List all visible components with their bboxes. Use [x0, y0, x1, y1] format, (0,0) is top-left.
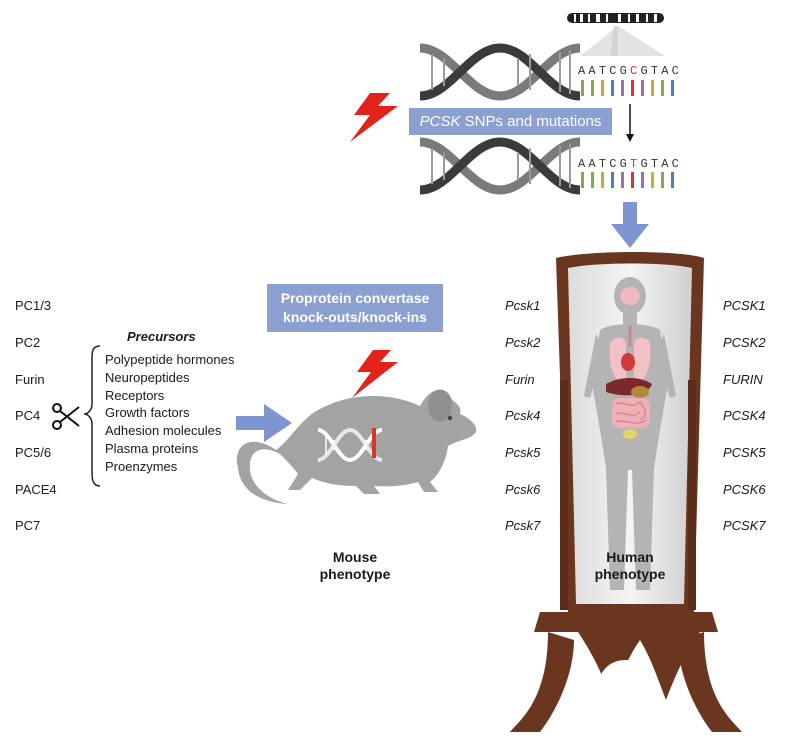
- enzyme-label: PC2: [15, 335, 41, 350]
- mouse-icon: [236, 389, 477, 504]
- mutation-arrow-icon: [626, 104, 634, 142]
- dna-base-letter: G: [640, 157, 651, 171]
- pcsk-snp-label-italic: PCSK: [419, 113, 461, 130]
- human-phenotype-line1: Human: [606, 549, 654, 565]
- dna-base-letter: T: [650, 64, 662, 78]
- precursor-item: Neuropeptides: [105, 369, 190, 385]
- dna-base-letter: G: [640, 64, 651, 78]
- mouse-gene-label: Furin: [505, 372, 535, 387]
- lightning-icon: [352, 350, 398, 398]
- dna-base-letter: G: [619, 64, 631, 78]
- precursor-item: Adhesion molecules: [105, 423, 222, 439]
- arrow-icon: [236, 404, 292, 442]
- precursor-item: Proenzymes: [105, 458, 178, 474]
- dna-base-letter: A: [588, 157, 599, 171]
- dna-base-letter: T: [598, 157, 610, 171]
- precursor-item: Plasma proteins: [105, 440, 199, 456]
- pcsk-snp-label-rest: SNPs and mutations: [460, 113, 602, 130]
- dna-base-letter: A: [661, 64, 672, 78]
- dna-base-letter: T: [598, 64, 610, 78]
- dna-base-letter: C: [671, 157, 683, 171]
- enzyme-label: PC7: [15, 518, 41, 533]
- precursor-brace: [83, 345, 101, 487]
- dna-base-letter: T: [630, 157, 641, 171]
- pcsk-snp-label: PCSK SNPs and mutations: [409, 108, 612, 135]
- dna-base-letter: A: [588, 64, 599, 78]
- lightning-icon: [350, 93, 398, 142]
- enzyme-label: PC5/6: [15, 445, 52, 460]
- human-gene-label: FURIN: [723, 372, 763, 387]
- dna-base-letter: A: [578, 157, 589, 171]
- precursor-item: Growth factors: [105, 405, 190, 421]
- human-body-icon: [584, 277, 676, 590]
- mouse-phenotype-label: Mouse phenotype: [300, 549, 410, 583]
- human-gene-label: PCSK1: [723, 298, 766, 313]
- dna-base-bars-top: [581, 80, 674, 96]
- scissors-icon: [52, 403, 80, 430]
- mouse-gene-label: Pcsk4: [505, 408, 541, 423]
- dna-base-letter: C: [609, 157, 620, 171]
- dna-sequence-original: AATCGCGTAC: [578, 64, 682, 78]
- dna-base-letter: C: [671, 64, 683, 78]
- dna-helix-icon: [419, 43, 581, 101]
- knockout-label-line1: Proprotein convertase: [280, 290, 430, 306]
- dna-base-letter: A: [661, 157, 672, 171]
- precursor-item: Receptors: [105, 387, 165, 403]
- chromosome-icon: [567, 13, 665, 56]
- human-gene-label: PCSK4: [723, 408, 766, 423]
- dna-helix-icon: [419, 137, 581, 195]
- dna-base-letter: T: [650, 157, 662, 171]
- mouse-phenotype-line1: Mouse: [332, 549, 378, 565]
- human-gene-label: PCSK5: [723, 445, 766, 460]
- mouse-gene-label: Pcsk6: [505, 482, 541, 497]
- human-phenotype-line2: phenotype: [594, 566, 666, 582]
- arrow-icon: [611, 202, 649, 248]
- dna-base-letter: C: [609, 64, 620, 78]
- human-gene-label: PCSK2: [723, 335, 766, 350]
- dna-sequence-mutated: AATCGTGTAC: [578, 157, 682, 171]
- dna-base-letter: A: [578, 64, 589, 78]
- enzyme-label: Furin: [15, 372, 45, 387]
- mouse-gene-label: Pcsk7: [505, 518, 541, 533]
- precursor-item: Polypeptide hormones: [105, 352, 235, 367]
- dna-base-letter: G: [619, 157, 631, 171]
- enzyme-label: PC1/3: [15, 298, 52, 313]
- dna-base-bars-bottom: [581, 172, 674, 188]
- mouse-gene-label: Pcsk1: [505, 298, 541, 313]
- precursors-list: Polypeptide hormones Neuropeptides Recep…: [105, 351, 234, 476]
- mouse-gene-label: Pcsk2: [505, 335, 541, 350]
- dna-base-letter: C: [630, 64, 641, 78]
- human-gene-label: PCSK7: [723, 518, 766, 533]
- mouse-phenotype-line2: phenotype: [319, 566, 391, 582]
- mouse-gene-label: Pcsk5: [505, 445, 541, 460]
- human-gene-label: PCSK6: [723, 482, 766, 497]
- precursors-title: Precursors: [127, 329, 196, 344]
- knockout-label-line2: knock-outs/knock-ins: [283, 309, 427, 325]
- enzyme-label: PACE4: [15, 482, 57, 497]
- human-phenotype-label: Human phenotype: [576, 549, 684, 583]
- enzyme-label: PC4: [15, 408, 41, 423]
- knockout-label: Proprotein convertase knock-outs/knock-i…: [267, 284, 443, 332]
